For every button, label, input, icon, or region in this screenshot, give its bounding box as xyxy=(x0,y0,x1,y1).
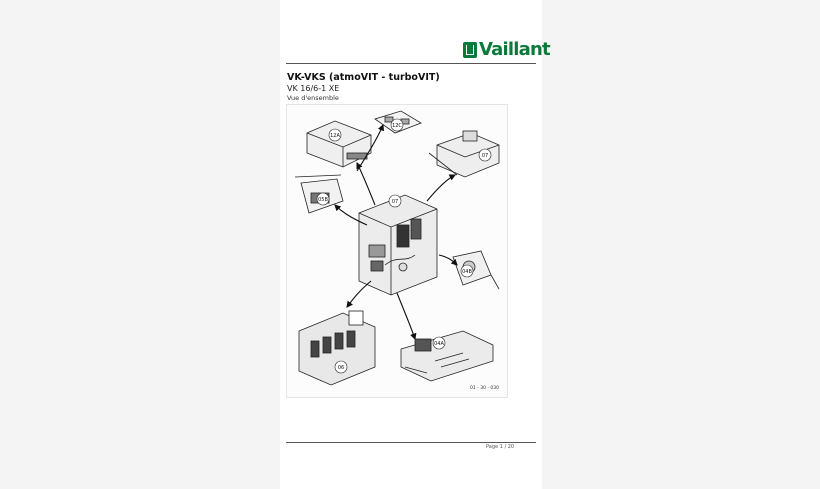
page-number: Page 1 / 20 xyxy=(486,444,515,450)
header-divider xyxy=(286,63,536,64)
label-07-center: 07 xyxy=(392,199,398,205)
part-06 xyxy=(298,310,376,386)
logo-text: Vaillant xyxy=(479,39,551,60)
footer-divider xyxy=(286,442,536,443)
exploded-view-arrows xyxy=(334,123,458,341)
vaillant-logo: Vaillant xyxy=(463,39,551,61)
exploded-view-drawing: 12A 12C 07 05B 07 04B 06 04A xyxy=(286,104,508,398)
label-05b: 05B xyxy=(318,197,328,203)
document-caption: Vue d'ensemble xyxy=(287,94,339,102)
document-subtitle: VK 16/6-1 XE xyxy=(287,84,340,93)
label-12c: 12C xyxy=(392,123,402,129)
document-title: VK-VKS (atmoVIT - turboVIT) xyxy=(287,72,440,83)
part-04a xyxy=(400,330,494,382)
label-07-top: 07 xyxy=(482,153,488,159)
boiler-body xyxy=(358,194,438,296)
label-12a: 12A xyxy=(330,133,340,139)
vaillant-logo-icon xyxy=(463,42,477,58)
part-12a xyxy=(306,120,372,168)
part-04b xyxy=(452,250,500,290)
label-04a: 04A xyxy=(434,341,444,347)
label-04b: 04B xyxy=(462,269,472,275)
part-05b xyxy=(294,174,344,214)
drawing-reference-code: 01 - 30 - 030 xyxy=(470,386,500,391)
part-07-top xyxy=(428,130,500,178)
part-labels: 12A 12C 07 05B 07 04B 06 04A xyxy=(316,118,492,374)
label-06: 06 xyxy=(338,365,344,371)
